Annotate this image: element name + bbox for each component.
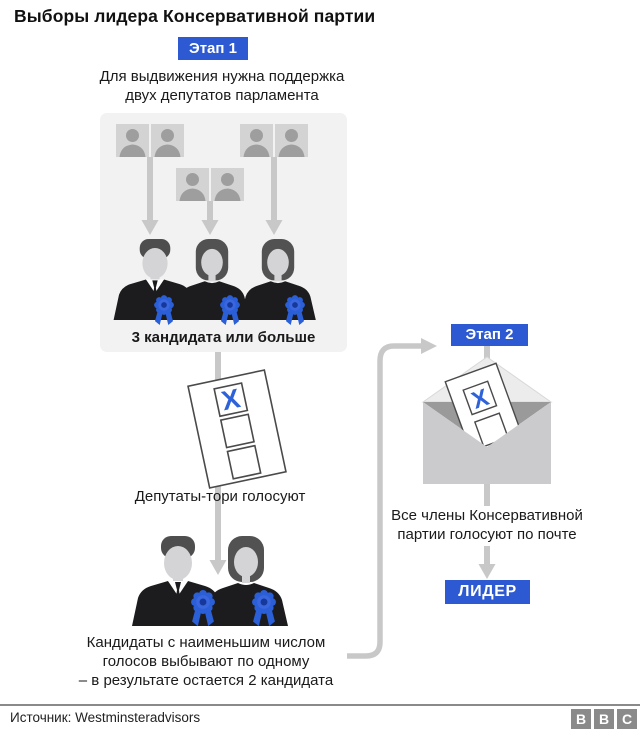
- rosette-icon: [220, 295, 240, 325]
- mp-portrait-icon: [176, 168, 209, 201]
- envelope-icon: X: [421, 356, 553, 484]
- bbc-logo: B B C: [571, 709, 637, 729]
- postal-line: Все члены Консервативной: [391, 507, 583, 524]
- page-title: Выборы лидера Консервативной партии: [14, 6, 376, 26]
- arrow-down-icon: [478, 546, 496, 579]
- bbc-logo-letter: B: [571, 709, 591, 729]
- mp-portrait-icon: [151, 124, 184, 157]
- intro-line: Для выдвижения нужна поддержка: [99, 68, 345, 85]
- mp-portrait-icon: [275, 124, 308, 157]
- ballot-paper-icon: X: [187, 369, 287, 489]
- elimination-line: голосов выбывают по одному: [102, 653, 310, 670]
- bbc-logo-letter: C: [617, 709, 637, 729]
- bbc-logo-letter: B: [594, 709, 614, 729]
- elimination-caption: Кандидаты с наименьшим числом голосов вы…: [30, 633, 382, 690]
- mp-portrait-icon: [240, 124, 273, 157]
- mp-portrait-icon: [211, 168, 244, 201]
- arrow-down-icon: [141, 157, 159, 235]
- candidate-female-icon: [240, 239, 316, 320]
- rosette-icon: [285, 295, 305, 325]
- elimination-line: Кандидаты с наименьшим числом: [86, 634, 326, 651]
- rosette-icon: [154, 295, 174, 325]
- elimination-line: – в результате остается 2 кандидата: [78, 672, 334, 689]
- connector-line: [484, 484, 490, 506]
- leader-badge: ЛИДЕР: [445, 580, 530, 604]
- intro-line: двух депутатов парламента: [125, 87, 319, 104]
- vote-caption: Депутаты-тори голосуют: [134, 488, 306, 505]
- postal-line: партии голосуют по почте: [397, 526, 577, 543]
- ballot-mark: X: [219, 383, 243, 416]
- candidates-caption: 3 кандидата или больше: [131, 329, 316, 346]
- stage2-badge: Этап 2: [451, 324, 528, 346]
- source-text: Источник: Westminsteradvisors: [10, 710, 201, 725]
- stage1-intro-text: Для выдвижения нужна поддержка двух депу…: [57, 67, 387, 105]
- postal-caption: Все члены Консервативной партии голосуют…: [362, 506, 612, 544]
- candidate-female-icon: [174, 239, 250, 320]
- footer-divider: [0, 704, 640, 706]
- connector-line: [484, 346, 490, 363]
- arrow-down-icon: [265, 157, 283, 235]
- arrow-down-icon: [201, 201, 219, 235]
- mp-portrait-icon: [116, 124, 149, 157]
- curved-arrow-icon: [347, 338, 437, 659]
- stage1-badge: Этап 1: [178, 37, 248, 60]
